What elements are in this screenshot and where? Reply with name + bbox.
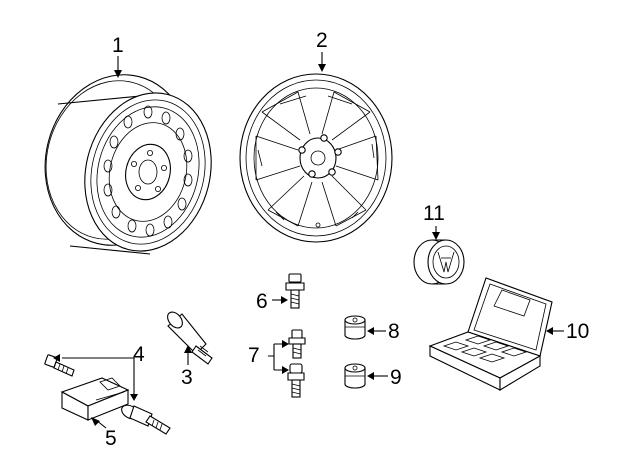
wheel-bolt-illustration: [285, 273, 305, 309]
arrow-1: [114, 70, 122, 78]
alloy-wheel-illustration: [239, 73, 393, 243]
arrow-9: [367, 372, 374, 380]
steel-wheel-illustration: [44, 74, 212, 255]
arrow-2: [318, 64, 326, 72]
arrow-8: [367, 327, 374, 335]
callout-5: 5: [105, 427, 117, 450]
center-cap-illustration: [413, 239, 465, 285]
arrow-7b: [282, 366, 289, 374]
arrow-4b: [130, 394, 138, 401]
arrow-10: [546, 327, 553, 335]
arrow-6: [281, 296, 288, 304]
tool-case-illustration: [428, 277, 553, 391]
valve-stem-illustration: [167, 311, 213, 365]
arrow-5: [91, 417, 100, 426]
lug-bolts-illustration: [287, 329, 306, 398]
leader-4: [62, 357, 135, 396]
tpms-kit-illustration: [44, 354, 171, 435]
arrow-3: [184, 345, 192, 353]
callout-11: 11: [423, 202, 445, 225]
leader-7: [268, 343, 284, 371]
lock-nut-illustration: [344, 315, 366, 340]
callout-6: 6: [256, 290, 268, 313]
callout-8: 8: [388, 320, 400, 343]
callout-1: 1: [112, 34, 124, 57]
arrow-11: [432, 232, 440, 240]
callout-7: 7: [248, 344, 260, 367]
arrow-7a: [282, 340, 289, 348]
callout-2: 2: [316, 29, 328, 52]
tpms-sensor-illustration: [60, 377, 130, 421]
callout-4: 4: [133, 343, 145, 366]
callout-3: 3: [181, 366, 193, 389]
callout-9: 9: [390, 366, 402, 389]
lock-nut-alt-illustration: [344, 363, 366, 389]
callout-10: 10: [566, 320, 589, 343]
arrow-4a: [53, 354, 60, 362]
